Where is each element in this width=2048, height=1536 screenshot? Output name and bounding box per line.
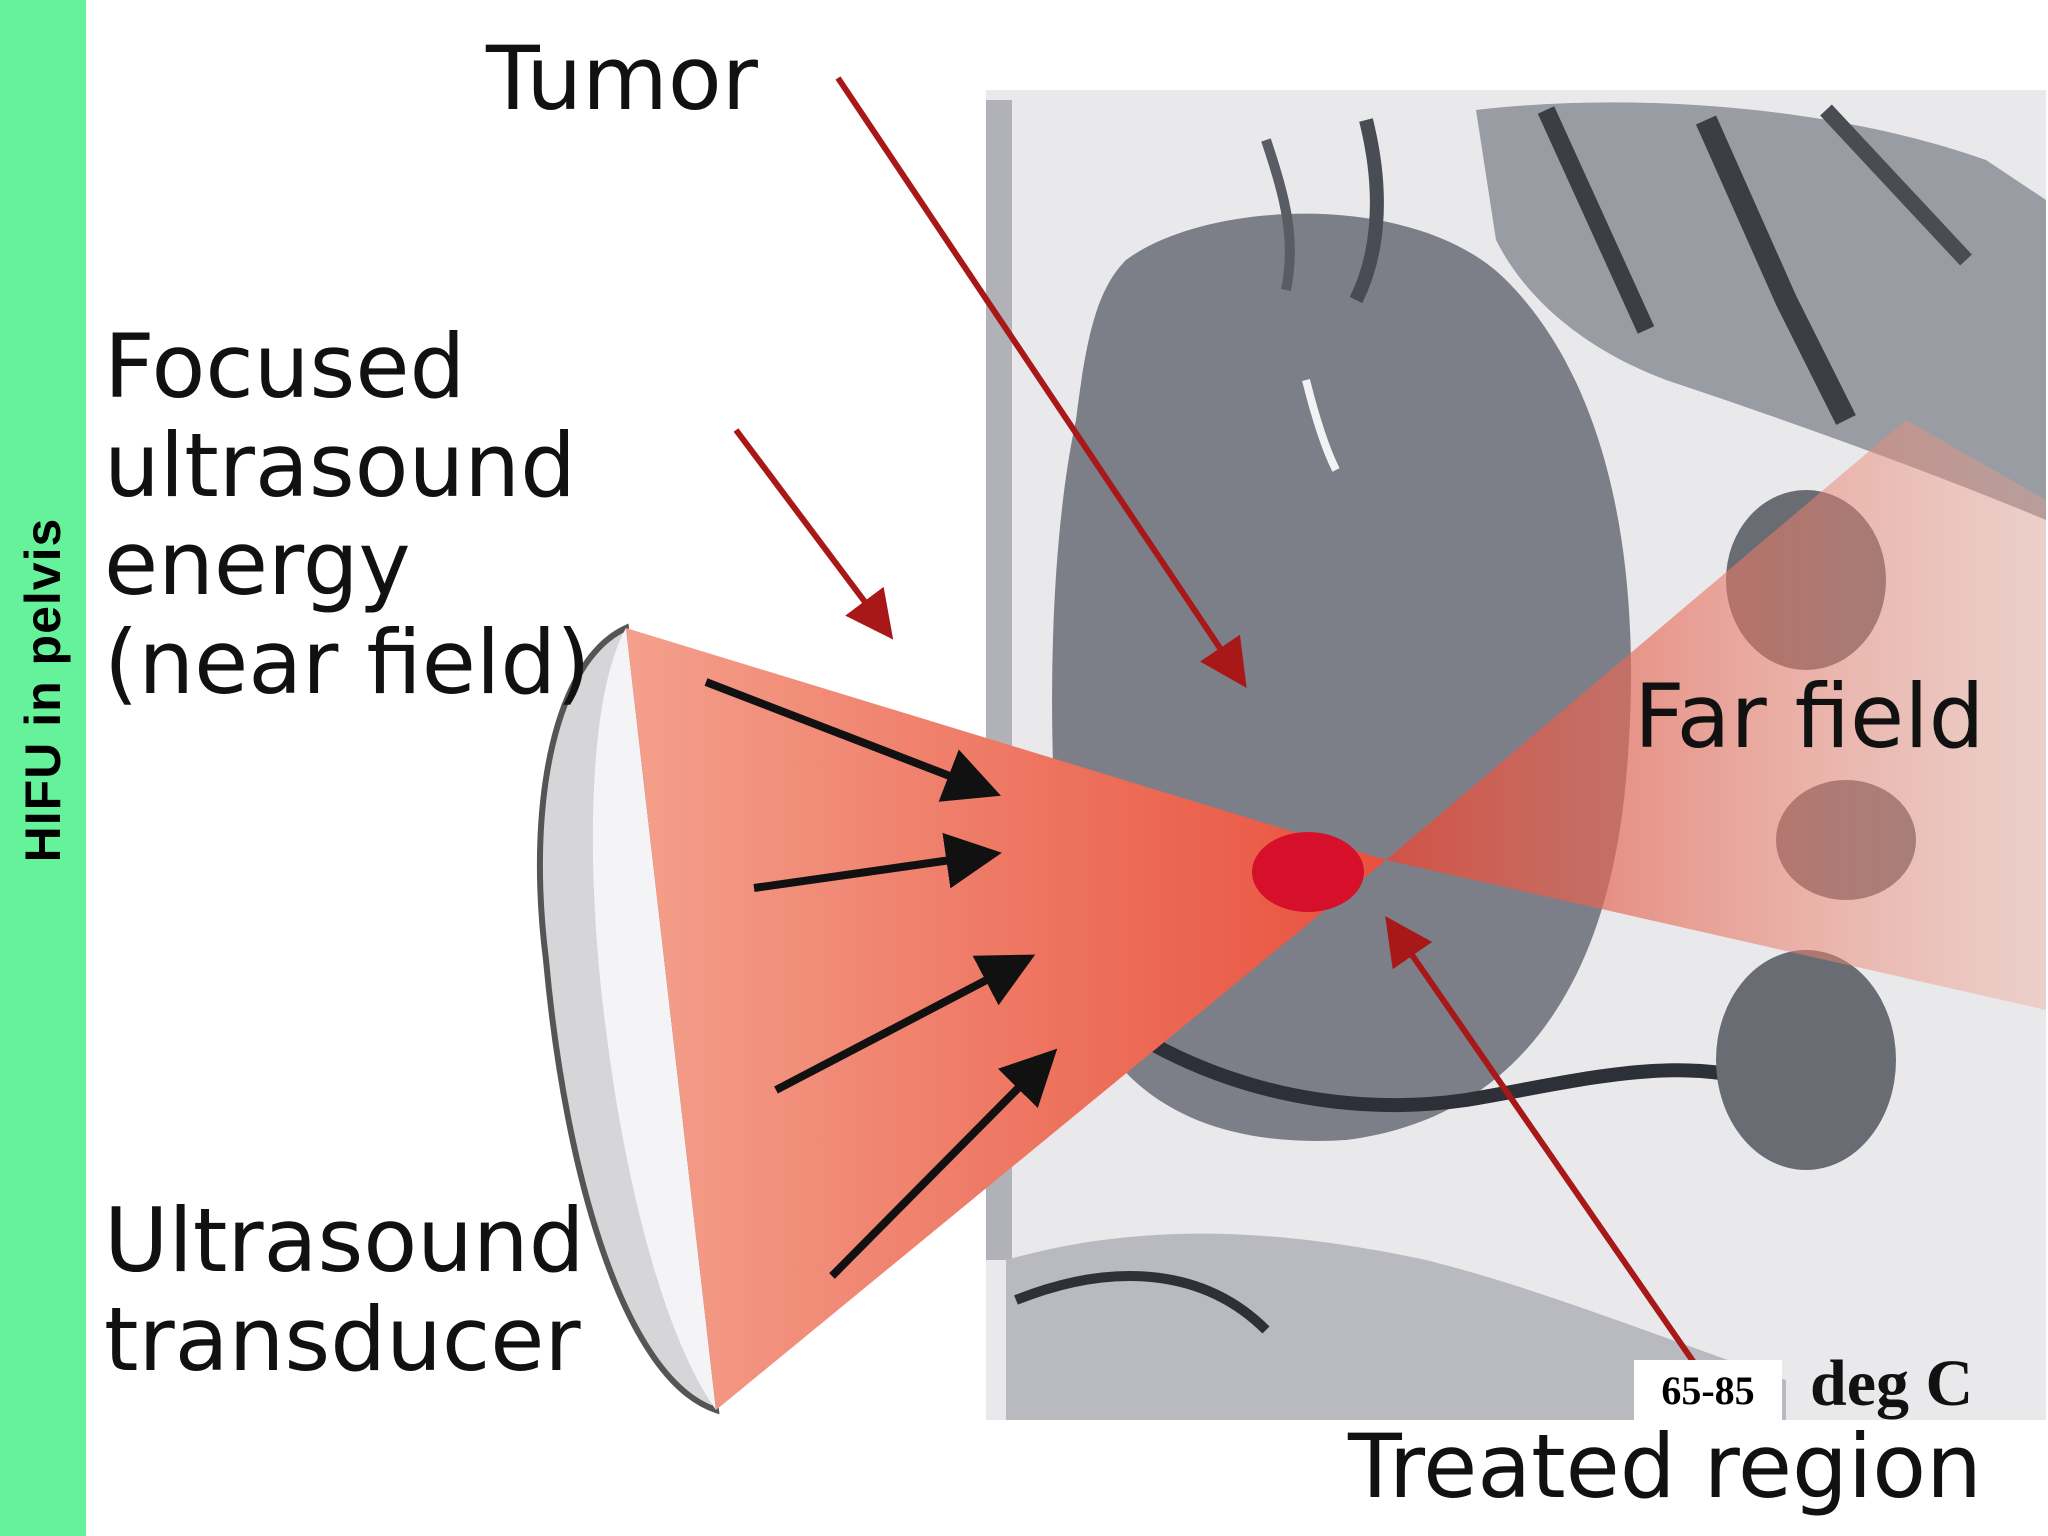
sidebar: HIFU in pelvis <box>0 0 86 1536</box>
energy-arrows <box>704 678 1058 1279</box>
diagram: Tumor Focused ultrasound energy (near fi… <box>86 0 2048 1536</box>
treated-focal-spot <box>1252 832 1364 912</box>
transducer-label: Ultrasound transducer <box>104 1189 585 1391</box>
temperature-unit: deg C <box>1810 1347 1974 1420</box>
ultrasound-transducer <box>536 623 720 1415</box>
sidebar-title: HIFU in pelvis <box>15 517 71 863</box>
temperature-value: 65-85 <box>1634 1360 1782 1422</box>
far-field-label: Far field <box>1634 665 1985 768</box>
near-field-beam <box>626 628 1386 1410</box>
far-field-beam <box>1386 420 2046 1010</box>
treated-region-label: Treated region <box>1348 1415 1982 1518</box>
diagram-artwork <box>536 76 2046 1420</box>
tumor-label: Tumor <box>486 27 758 130</box>
focused-energy-label: Focused ultrasound energy (near field) <box>104 315 591 714</box>
pointer-arrows <box>733 76 1709 1382</box>
